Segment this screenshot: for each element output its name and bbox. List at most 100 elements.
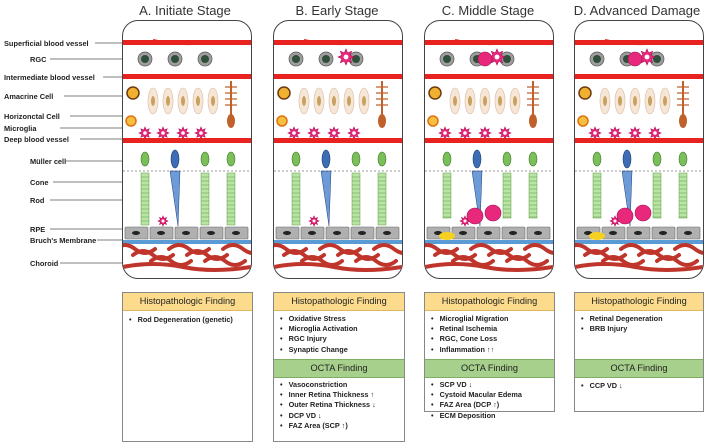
muller-soma <box>227 114 235 128</box>
drusen-deposit <box>439 232 455 240</box>
histo-list-d: Retinal Degeneration BRB Injury <box>581 314 701 334</box>
rod-degeneration-marker-core <box>312 219 316 223</box>
rpe-nucleus <box>684 231 692 235</box>
bruch-membrane <box>425 240 553 244</box>
octa-item: ECM Deposition <box>431 411 552 421</box>
microglia-cell-core <box>332 131 336 135</box>
retina-illustration-b <box>274 39 402 272</box>
microglia-cell-core <box>181 131 185 135</box>
bruch-membrane <box>123 240 251 244</box>
stage-title-b: B. Early Stage <box>295 3 379 18</box>
label-rpe: RPE <box>30 225 46 234</box>
microglia-cell-core <box>483 131 487 135</box>
rgc-nucleus <box>593 55 601 63</box>
rpe-nucleus <box>308 231 316 235</box>
microglia-cell-core <box>443 131 447 135</box>
histo-header-b: Histopathologic Finding <box>274 293 404 311</box>
choroid-vessel <box>149 255 193 267</box>
superficial-vessel <box>575 40 703 45</box>
rpe-nucleus <box>383 231 391 235</box>
rgc-nucleus <box>443 55 451 63</box>
activated-microglia-core <box>644 54 650 60</box>
superficial-vessel <box>425 40 553 45</box>
horizontal-cell <box>276 115 288 127</box>
intermediate-vessel <box>123 74 251 79</box>
intermediate-vessel <box>575 74 703 79</box>
octa-item: Vasoconstriction <box>280 380 402 390</box>
octa-header-d: OCTA Finding <box>575 359 703 378</box>
histo-item: Oxidative Stress <box>280 314 402 324</box>
rod-cell <box>377 151 387 167</box>
findings-box-c: Histopathologic Finding Microglial Migra… <box>424 292 555 420</box>
choroid-vessel <box>221 243 251 255</box>
muller-soma <box>529 114 537 128</box>
retina-panel-a <box>122 20 252 279</box>
microglia-cell-core <box>312 131 316 135</box>
rpe-nucleus <box>283 231 291 235</box>
microglia-cell-core <box>352 131 356 135</box>
stage-title-a: A. Initiate Stage <box>139 3 231 18</box>
retina-illustration-c <box>425 39 553 272</box>
rod-cell <box>442 151 452 167</box>
rpe-nucleus <box>634 231 642 235</box>
bipolar-nucleus <box>181 96 185 106</box>
cone-outer-segment <box>320 170 332 227</box>
rod-outer-segment <box>351 172 361 226</box>
rod-outer-segment <box>528 172 538 219</box>
stage-title-c: C. Middle Stage <box>441 3 535 18</box>
amacrine-cell <box>277 86 291 100</box>
bipolar-nucleus <box>211 96 215 106</box>
cone-cell <box>321 149 331 169</box>
rod-cell <box>200 151 210 167</box>
rod-outer-segment <box>200 172 210 226</box>
octa-item: Cystoid Macular Edema <box>431 390 552 400</box>
choroid-vessel <box>451 255 495 267</box>
horizontal-cell <box>427 115 439 127</box>
label-intermediate-vessel: Intermediate blood vessel <box>4 73 95 82</box>
histo-item: Rod Degeneration (genetic) <box>129 315 250 325</box>
microglia-cell-core <box>199 131 203 135</box>
rod-outer-segment <box>140 172 150 226</box>
microglia-cell-core <box>463 131 467 135</box>
microglia-cell-core <box>613 131 617 135</box>
octa-header-b: OCTA Finding <box>274 359 404 378</box>
octa-list-b: Vasoconstriction Inner Retina Thickness … <box>280 380 402 431</box>
rod-outer-segment <box>678 172 688 219</box>
rpe-nucleus <box>132 231 140 235</box>
rod-cell <box>351 151 361 167</box>
octa-item: Inner Retina Thickness ↑ <box>280 390 402 400</box>
superficial-vessel <box>274 40 402 45</box>
histo-item: RGC, Cone Loss <box>431 334 552 344</box>
octa-item: DCP VD ↓ <box>280 411 402 421</box>
bipolar-nucleus <box>603 96 607 106</box>
label-choroid: Choroid <box>30 259 59 268</box>
bipolar-nucleus <box>362 96 366 106</box>
bipolar-nucleus <box>633 96 637 106</box>
rod-cell <box>140 151 150 167</box>
bipolar-nucleus <box>196 96 200 106</box>
choroid-vessel <box>655 255 699 267</box>
subretinal-microglia <box>484 204 502 222</box>
rgc-nucleus <box>292 55 300 63</box>
microglia-cell-core <box>593 131 597 135</box>
bipolar-nucleus <box>453 96 457 106</box>
rpe-nucleus <box>534 231 542 235</box>
rpe-nucleus <box>509 231 517 235</box>
label-cone: Cone <box>30 178 49 187</box>
superficial-vessel-branch <box>454 39 516 46</box>
rod-cell <box>528 151 538 167</box>
rpe-nucleus <box>459 231 467 235</box>
bipolar-nucleus <box>483 96 487 106</box>
activated-microglia-core <box>343 54 349 60</box>
muller-soma <box>679 114 687 128</box>
bipolar-nucleus <box>663 96 667 106</box>
bipolar-nucleus <box>332 96 336 106</box>
rod-degeneration-marker-core <box>161 219 165 223</box>
label-superficial-vessel: Superficial blood vessel <box>4 39 89 48</box>
bipolar-nucleus <box>347 96 351 106</box>
deep-vessel <box>123 138 251 143</box>
retina-panel-c <box>424 20 554 279</box>
bipolar-nucleus <box>618 96 622 106</box>
octa-item: CCP VD ↓ <box>581 381 701 391</box>
migrating-microglia <box>627 51 643 67</box>
